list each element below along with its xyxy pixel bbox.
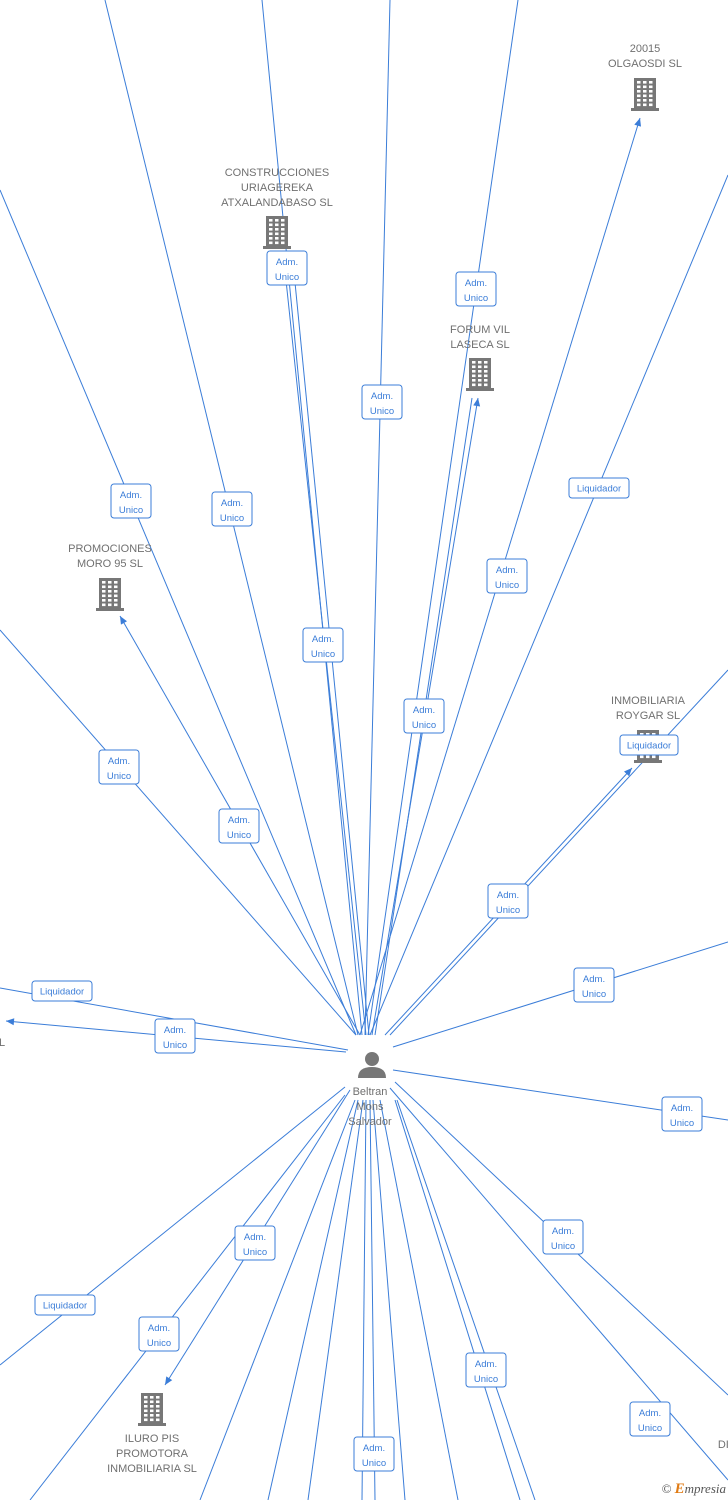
brand-name: mpresia [684, 1481, 726, 1496]
svg-text:Adm.Unico: Adm.Unico [551, 1226, 575, 1252]
relation-label-r21[interactable]: Adm.Unico [138, 1316, 180, 1352]
relation-label-r16[interactable]: Adm.Unico [154, 1018, 196, 1054]
company-label-dis_partial: DIS [718, 1439, 728, 1451]
edge-line-28 [369, 1099, 376, 1500]
relation-label-r15[interactable]: Liquidador [31, 980, 93, 1002]
brand-letter: E [674, 1481, 685, 1497]
relation-label-r3[interactable]: Adm.Unico [361, 384, 403, 420]
svg-text:Adm.Unico: Adm.Unico [495, 565, 519, 591]
person-icon[interactable] [358, 1052, 386, 1078]
building-icon-forum[interactable] [466, 358, 494, 391]
edge-line-15 [392, 941, 728, 1048]
svg-text:Liquidador: Liquidador [43, 1301, 87, 1312]
svg-text:Adm.Unico: Adm.Unico [220, 498, 244, 524]
svg-text:Liquidador: Liquidador [577, 484, 621, 495]
edge-line-25 [267, 1099, 359, 1500]
arrow-head-11 [120, 616, 128, 625]
building-icon-iluro[interactable] [138, 1393, 166, 1426]
edge-line-20 [389, 1087, 728, 1481]
edge-line-5 [367, 0, 519, 1036]
arrow-head-22 [165, 1376, 173, 1385]
edge-line-31 [394, 1099, 521, 1500]
relation-label-r13[interactable]: Adm.Unico [487, 883, 529, 919]
relation-label-r2[interactable]: Adm.Unico [455, 271, 497, 307]
svg-text:Adm.Unico: Adm.Unico [464, 278, 488, 304]
building-icon-20015[interactable] [631, 78, 659, 111]
relation-label-r19[interactable]: Liquidador [34, 1294, 96, 1316]
relation-label-r5[interactable]: Adm.Unico [110, 483, 152, 519]
relation-label-r22[interactable]: Adm.Unico [465, 1352, 507, 1388]
relations-layer: Adm.UnicoAdm.UnicoAdm.UnicoLiquidadorAdm… [31, 250, 703, 1472]
svg-text:Adm.Unico: Adm.Unico [412, 705, 436, 731]
svg-text:Adm.Unico: Adm.Unico [163, 1025, 187, 1051]
relation-label-r12[interactable]: Adm.Unico [218, 808, 260, 844]
svg-text:Adm.Unico: Adm.Unico [227, 815, 251, 841]
edge-line-12 [0, 629, 357, 1036]
copyright-footer: © Empresia [661, 1481, 726, 1498]
relation-label-r10[interactable]: Liquidador [619, 734, 679, 756]
svg-text:Adm.Unico: Adm.Unico [147, 1323, 171, 1349]
edge-line-4 [364, 0, 391, 1036]
relation-label-r1[interactable]: Adm.Unico [266, 250, 308, 286]
arrow-head-17 [6, 1018, 15, 1026]
svg-text:Adm.Unico: Adm.Unico [474, 1359, 498, 1385]
relation-label-r4[interactable]: Liquidador [568, 477, 630, 499]
svg-text:Adm.Unico: Adm.Unico [362, 1443, 386, 1469]
relation-label-r8[interactable]: Adm.Unico [302, 627, 344, 663]
svg-text:Adm.Unico: Adm.Unico [496, 890, 520, 916]
relation-label-r17[interactable]: Adm.Unico [661, 1096, 703, 1132]
svg-text:Adm.Unico: Adm.Unico [582, 974, 606, 1000]
relation-label-r20[interactable]: Adm.Unico [542, 1219, 584, 1255]
building-icon-promociones[interactable] [96, 578, 124, 611]
edge-line-29 [372, 1099, 406, 1500]
relation-label-r14[interactable]: Adm.Unico [573, 967, 615, 1003]
relation-label-r24[interactable]: Adm.Unico [353, 1436, 395, 1472]
svg-text:Adm.Unico: Adm.Unico [243, 1232, 267, 1258]
edge-line-21 [0, 1086, 346, 1366]
svg-text:Liquidador: Liquidador [627, 741, 671, 752]
svg-text:Adm.Unico: Adm.Unico [107, 756, 131, 782]
edge-line-23 [29, 1094, 346, 1500]
edge-line-26 [307, 1099, 364, 1500]
edge-line-24 [199, 1099, 356, 1500]
building-icon-construcciones[interactable] [263, 216, 291, 249]
arrow-head-0 [634, 118, 642, 127]
arrow-head-13 [623, 768, 632, 777]
company-label-left_partial: L [0, 1037, 5, 1049]
svg-text:Adm.Unico: Adm.Unico [370, 391, 394, 417]
edge-line-32 [396, 1099, 536, 1500]
edge-line-27 [361, 1099, 367, 1500]
edge-line-3 [261, 0, 363, 1036]
edge-line-30 [379, 1099, 459, 1500]
edge-line-2 [0, 189, 357, 1036]
relation-label-r7[interactable]: Adm.Unico [486, 558, 528, 594]
svg-text:Adm.Unico: Adm.Unico [275, 257, 299, 283]
svg-text:Adm.Unico: Adm.Unico [119, 490, 143, 516]
relation-label-r11[interactable]: Adm.Unico [98, 749, 140, 785]
edge-line-14 [389, 669, 728, 1036]
relation-label-r9[interactable]: Adm.Unico [403, 698, 445, 734]
relation-label-r6[interactable]: Adm.Unico [211, 491, 253, 527]
relation-label-r23[interactable]: Adm.Unico [629, 1401, 671, 1437]
svg-text:Adm.Unico: Adm.Unico [638, 1408, 662, 1434]
svg-text:Liquidador: Liquidador [40, 987, 84, 998]
svg-text:Adm.Unico: Adm.Unico [311, 634, 335, 660]
arrow-head-9 [473, 398, 481, 407]
copyright-symbol: © [661, 1481, 672, 1496]
relation-label-r18[interactable]: Adm.Unico [234, 1225, 276, 1261]
svg-text:Adm.Unico: Adm.Unico [670, 1103, 694, 1129]
edge-line-6 [369, 174, 728, 1036]
